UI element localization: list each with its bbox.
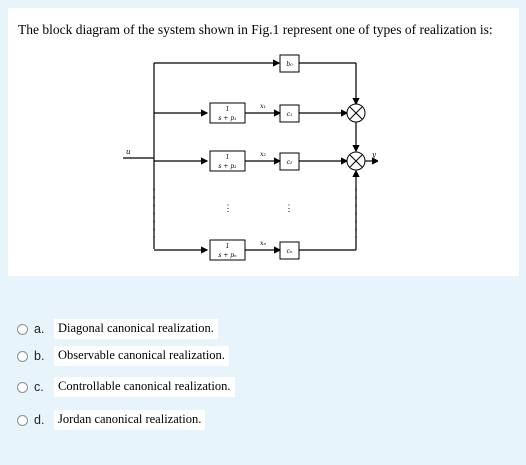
- staten-label: xₙ: [260, 240, 266, 247]
- input-label: u: [126, 148, 131, 156]
- radio-d[interactable]: [17, 414, 28, 426]
- option-d-letter: d.: [34, 413, 45, 427]
- tf2-den: s + p₂: [218, 163, 237, 170]
- tfn-den: s + pₙ: [218, 252, 237, 259]
- output-label: y: [371, 151, 377, 159]
- option-b-letter: b.: [34, 349, 45, 363]
- question-card: The block diagram of the system shown in…: [8, 8, 519, 276]
- svg-text:⋮: ⋮: [224, 204, 233, 214]
- option-a-text[interactable]: Diagonal canonical realization.: [54, 319, 218, 339]
- option-c[interactable]: c. Controllable canonical realization.: [17, 376, 235, 398]
- question-text: The block diagram of the system shown in…: [18, 22, 493, 37]
- gain2-label: c₂: [287, 159, 293, 166]
- gain1-label: c₁: [287, 111, 293, 118]
- gainn-label: cₙ: [287, 248, 293, 255]
- option-c-text[interactable]: Controllable canonical realization.: [54, 377, 235, 397]
- direct-gain-label: b₀: [286, 61, 293, 68]
- option-c-letter: c.: [34, 380, 44, 394]
- option-d-text[interactable]: Jordan canonical realization.: [54, 410, 206, 430]
- option-b-text[interactable]: Observable canonical realization.: [54, 346, 229, 366]
- block-diagram-figure: ⋮ ⋮ u y b₀ 1 s + p₁ x₁ c₁ 1 s + p₂ x₂ c₂…: [123, 54, 378, 261]
- radio-a[interactable]: [17, 323, 28, 335]
- state1-label: x₁: [260, 103, 266, 110]
- option-a-letter: a.: [34, 322, 45, 336]
- radio-b[interactable]: [17, 350, 28, 362]
- tfn-num: 1: [226, 243, 230, 250]
- tf1-num: 1: [226, 106, 230, 113]
- state2-label: x₂: [260, 151, 266, 158]
- tf1-den: s + p₁: [218, 115, 236, 122]
- option-d[interactable]: d. Jordan canonical realization.: [17, 409, 206, 431]
- svg-text:⋮: ⋮: [285, 204, 294, 214]
- radio-c[interactable]: [17, 381, 28, 393]
- tf2-num: 1: [226, 154, 230, 161]
- option-a[interactable]: a. Diagonal canonical realization.: [17, 318, 218, 340]
- option-b[interactable]: b. Observable canonical realization.: [17, 345, 229, 367]
